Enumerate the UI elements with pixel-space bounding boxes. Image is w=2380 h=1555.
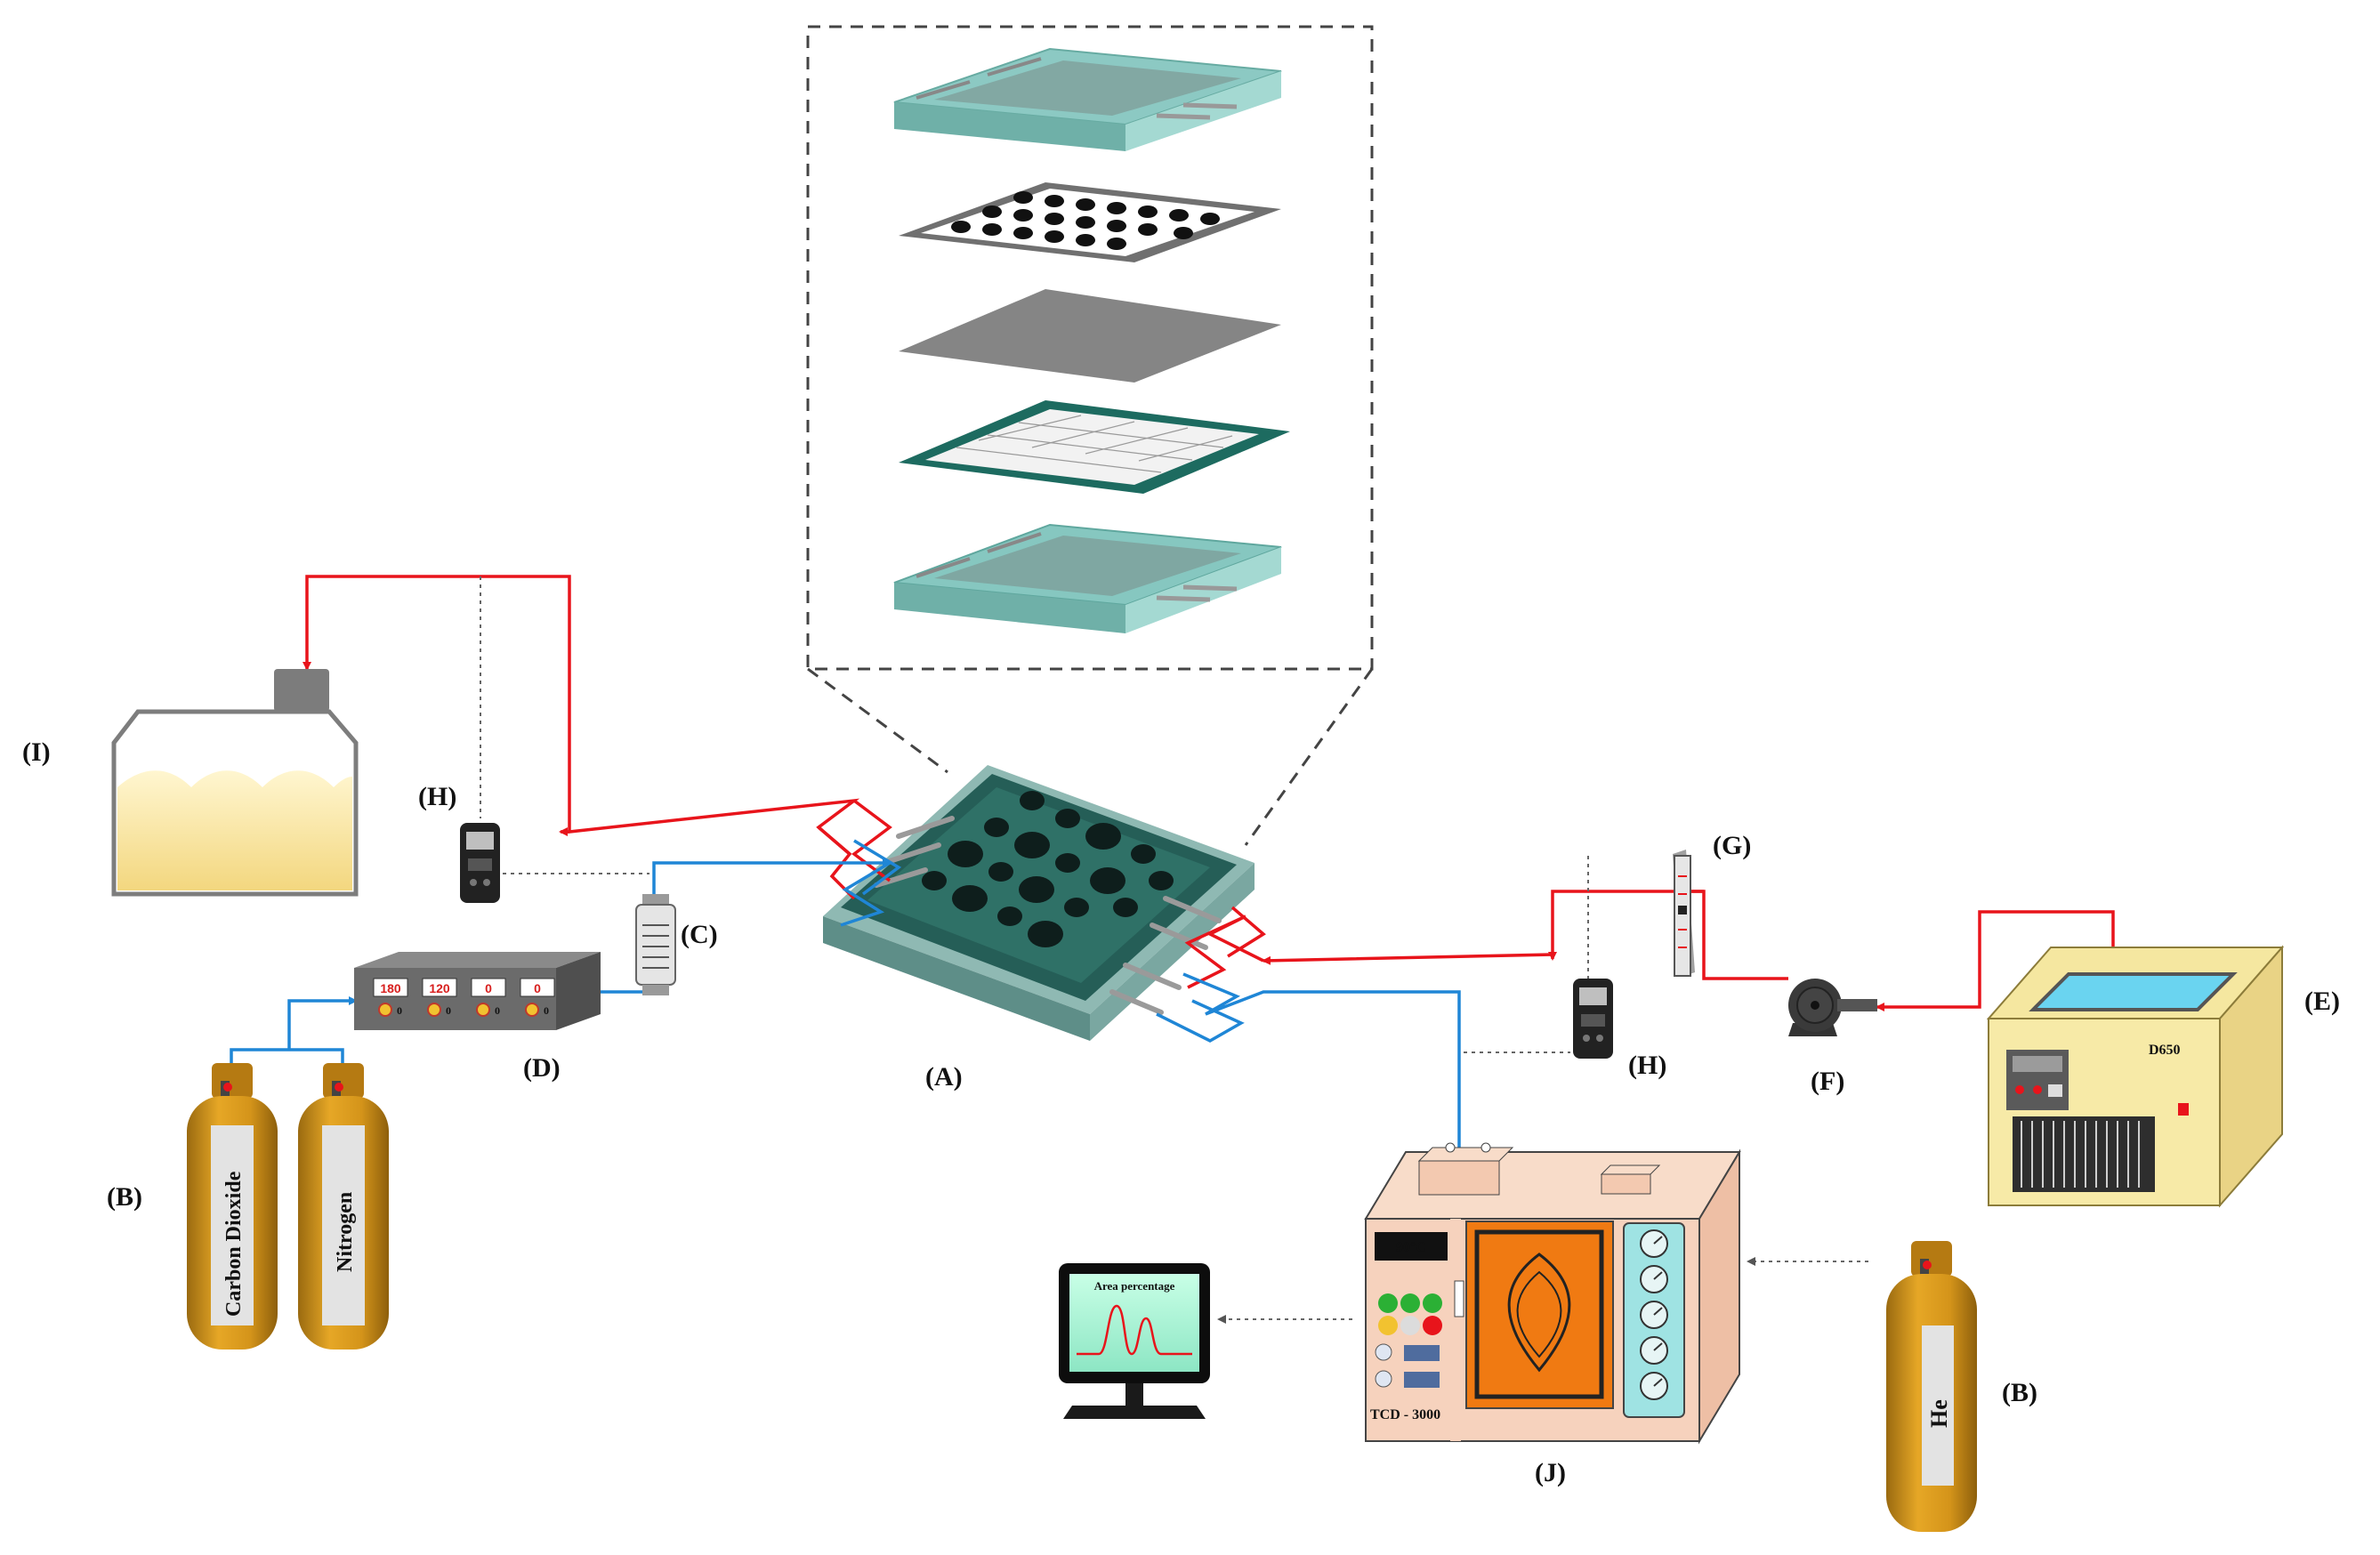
- membrane-module: [823, 765, 1255, 1041]
- permeate-line: [1182, 972, 1464, 1158]
- gc-button-green-2[interactable]: [1400, 1293, 1420, 1313]
- label-F: (F): [1811, 1067, 1844, 1096]
- coolant-line: [1876, 910, 2115, 1011]
- label-H-right: (H): [1628, 1051, 1666, 1080]
- display-4: 0: [534, 981, 541, 995]
- temperature-meter-left: (H): [418, 782, 500, 903]
- flow-meter-icon: (G): [1673, 831, 1751, 977]
- support-frame: [899, 400, 1290, 494]
- display-2: 120: [429, 981, 450, 995]
- gc-button-yellow[interactable]: [1378, 1316, 1398, 1335]
- knob-value-1: 0: [397, 1004, 402, 1017]
- label-G: (G): [1713, 831, 1751, 860]
- label-H-left: (H): [418, 782, 456, 811]
- gc-button-green-3[interactable]: [1423, 1293, 1442, 1313]
- he-label: He: [1926, 1399, 1952, 1428]
- gc-temperature: 90°C: [1396, 1240, 1426, 1255]
- label-D: (D): [523, 1053, 561, 1083]
- mass-flow-controller: 180 120 0 0 0 0 0 0 (D): [354, 952, 601, 1083]
- controller-displays: 180 120 0 0: [373, 978, 555, 997]
- knob-2[interactable]: [427, 1003, 441, 1017]
- chiller-unit: D650 (E): [1986, 945, 2340, 1208]
- zoom-line-left: [807, 667, 948, 774]
- label-B-right: (B): [2002, 1378, 2037, 1407]
- co2-label: Carbon Dioxide: [222, 1171, 246, 1317]
- gc-model: TCD - 3000: [1370, 1407, 1440, 1422]
- knob-1[interactable]: [378, 1003, 392, 1017]
- temperature-meter-right: (H): [1573, 979, 1666, 1080]
- module-ports: [874, 816, 1222, 1015]
- co2-cylinder: Carbon Dioxide: [187, 1063, 278, 1350]
- n2-cylinder: Nitrogen: [298, 1063, 389, 1350]
- label-J: (J): [1535, 1458, 1566, 1487]
- label-B-left: (B): [107, 1182, 142, 1212]
- cylinder-manifold: [230, 1048, 344, 1068]
- monitor-title: Area percentage: [1094, 1279, 1175, 1293]
- knob-value-3: 0: [495, 1004, 500, 1017]
- controller-knobs: 0 0 0 0: [378, 1003, 549, 1017]
- exploded-module-view: [806, 25, 1374, 846]
- feed-tank-icon: (I): [22, 669, 359, 897]
- gas-chromatograph: 90°C TCD - 3000 (J): [1364, 1142, 1741, 1487]
- chiller-model: D650: [2149, 1043, 2181, 1058]
- label-E: (E): [2304, 987, 2340, 1016]
- knob-value-2: 0: [446, 1004, 451, 1017]
- flow-lines: [230, 575, 2115, 1158]
- label-C: (C): [681, 920, 718, 949]
- knob-4[interactable]: [525, 1003, 539, 1017]
- he-cylinder: He (B): [1886, 1241, 2037, 1532]
- top-plate: [893, 47, 1282, 151]
- zoom-box: [806, 25, 1374, 671]
- n2-label: Nitrogen: [334, 1192, 357, 1272]
- label-I: (I): [22, 737, 51, 767]
- display-1: 180: [380, 981, 401, 995]
- module-holes: [922, 791, 1174, 947]
- gc-button-red[interactable]: [1423, 1316, 1442, 1335]
- display-3: 0: [485, 981, 492, 995]
- chromatogram-trace: [1077, 1304, 1192, 1356]
- monitor-icon: Area percentage: [1059, 1263, 1210, 1419]
- pump-icon: (F): [1788, 979, 1877, 1096]
- gc-button-white[interactable]: [1400, 1316, 1420, 1335]
- knob-3[interactable]: [476, 1003, 490, 1017]
- label-A: (A): [925, 1062, 963, 1092]
- knob-value-4: 0: [544, 1004, 549, 1017]
- gc-button-green-1[interactable]: [1378, 1293, 1398, 1313]
- perforated-spacer: [899, 182, 1281, 262]
- sweep-line: [1262, 890, 1788, 980]
- bottom-plate: [893, 523, 1282, 633]
- filter-icon: (C): [635, 894, 718, 995]
- membrane-sheet: [899, 289, 1281, 383]
- retentate-line: [303, 575, 860, 856]
- zoom-line-right: [1244, 668, 1374, 846]
- signal-lines: [480, 576, 1868, 1324]
